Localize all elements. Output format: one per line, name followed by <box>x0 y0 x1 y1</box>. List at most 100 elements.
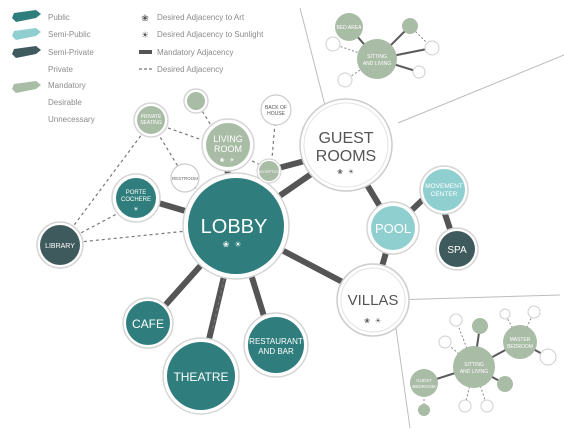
lobby-node: LOBBY ❀ ☀ <box>182 172 290 280</box>
public-swatch <box>12 10 41 22</box>
sun-icon: ☀ <box>234 240 241 249</box>
spa-node: SPA <box>435 227 479 271</box>
legend: Public Semi-Public Semi-Private Private … <box>12 10 264 124</box>
legend-mandatory: Mandatory <box>48 81 86 90</box>
villa-small-node <box>539 348 557 366</box>
villa-small-node <box>497 376 513 392</box>
lobby-label: LOBBY <box>201 216 268 238</box>
art-icon: ❀ <box>337 169 343 176</box>
villas-label: VILLAS <box>348 292 399 309</box>
living-room-label-1: LIVING <box>213 134 243 144</box>
guest-rooms-node: GUEST ROOMS ❀ ☀ <box>299 98 393 192</box>
bed-area-label: BED AREA <box>336 25 362 31</box>
villas-node: VILLAS ❀ ☀ <box>336 263 410 337</box>
villa-small-node <box>472 318 488 334</box>
villa-sitting-label-2: AND LIVING <box>460 369 488 375</box>
library-label: LIBRARY <box>45 243 75 250</box>
private-seating-label-2: SEATING <box>140 120 162 126</box>
villa-small-node <box>438 335 452 349</box>
art-icon: ❀ <box>141 13 149 23</box>
villa-small-node <box>499 308 511 320</box>
movement-center-node: MOVEMENT CENTER <box>419 165 469 215</box>
sun-icon: ☀ <box>141 30 149 40</box>
key-mandatory-label: Mandatory Adjacency <box>157 48 234 57</box>
villa-sitting-node <box>453 346 495 388</box>
sitting-living-label-2: AND LIVING <box>363 61 391 67</box>
legend-private: Private <box>48 65 73 74</box>
key-sunlight-label: Desired Adjacency to Sunlight <box>157 30 264 39</box>
legend-semi-public: Semi-Public <box>48 30 91 39</box>
back-of-house-node: BACK OF HOUSE <box>260 94 292 126</box>
reception-label: RECEPTION <box>257 169 280 174</box>
reception-node: RECEPTION <box>256 158 282 184</box>
master-bedroom-label-1: MASTER <box>510 337 531 343</box>
theatre-label: THEATRE <box>173 370 228 384</box>
movement-center-label-2: CENTER <box>431 191 458 198</box>
sun-icon: ☀ <box>375 317 381 325</box>
guest-rooms-label-2: ROOMS <box>316 148 376 165</box>
legend-desirable: Desirable <box>48 98 82 107</box>
sun-icon: ☀ <box>133 206 138 213</box>
mandatory-swatch <box>12 81 41 93</box>
sun-icon: ☀ <box>348 168 354 176</box>
guest-small-node <box>325 36 341 52</box>
villa-small-node <box>418 404 430 416</box>
key-art-label: Desired Adjacency to Art <box>157 13 245 22</box>
theatre-node: THEATRE <box>162 337 240 415</box>
porte-cochere-node: PORTE COCHERE ☀ <box>111 173 161 223</box>
porte-cochere-label-1: PORTE <box>126 190 147 196</box>
semi-public-swatch <box>12 28 41 40</box>
guest-bedroom-label-2: BEDROOM <box>412 384 436 389</box>
movement-center-label-1: MOVEMENT <box>425 183 463 190</box>
porte-cochere-label-2: COCHERE <box>121 197 151 203</box>
cafe-label: CAFE <box>132 317 164 331</box>
master-bedroom-node <box>503 325 537 359</box>
mandatory-line-icon <box>139 50 152 54</box>
spa-label: SPA <box>447 245 467 256</box>
guest-rooms-inset: BED AREA SITTING AND LIVING <box>299 7 564 126</box>
guest-small-node <box>402 18 418 34</box>
pool-node: POOL <box>366 201 420 255</box>
master-bedroom-label-2: BEDROOM <box>507 344 533 350</box>
guest-small-node <box>412 65 426 79</box>
back-of-house-label-2: HOUSE <box>267 111 285 117</box>
villa-small-node <box>480 399 494 413</box>
sun-icon: ☀ <box>229 157 234 164</box>
guest-bedroom-label-1: GUEST <box>416 378 432 383</box>
art-icon: ❀ <box>219 157 224 164</box>
legend-public: Public <box>48 13 70 22</box>
guest-small-node <box>424 40 440 56</box>
small-node-top <box>183 88 209 114</box>
living-room-label-2: ROOM <box>214 144 242 154</box>
legend-unnecessary: Unnecessary <box>48 115 95 124</box>
legend-semi-private: Semi-Private <box>48 48 94 57</box>
villa-small-node <box>458 399 472 413</box>
art-icon: ❀ <box>223 240 230 249</box>
semi-private-swatch <box>12 46 41 58</box>
villa-small-node <box>527 305 541 319</box>
back-of-house-label-1: BACK OF <box>265 105 287 111</box>
private-seating-label-1: PRIVATE <box>141 114 162 120</box>
sitting-living-label-1: SITTING <box>367 54 387 60</box>
private-seating-node: PRIVATE SEATING <box>133 102 169 138</box>
guest-rooms-label-1: GUEST <box>318 130 373 147</box>
sitting-living-node <box>357 39 397 79</box>
restaurant-bar-label-2: AND BAR <box>258 347 294 356</box>
cafe-node: CAFE <box>122 297 174 349</box>
villas-inset: SITTING AND LIVING MASTER BEDROOM GUEST … <box>391 294 561 429</box>
restroom-node: RESTROOM <box>170 163 200 193</box>
villa-small-node <box>449 313 463 327</box>
restaurant-bar-node: RESTAURANT AND BAR <box>243 312 309 378</box>
restroom-label: RESTROOM <box>172 176 198 181</box>
restaurant-bar-label-1: RESTAURANT <box>249 337 303 346</box>
art-icon: ❀ <box>364 318 370 325</box>
villa-sitting-label-1: SITTING <box>464 362 484 368</box>
guest-bedroom-node <box>410 369 438 397</box>
library-node: LIBRARY <box>36 221 84 269</box>
key-desired-label: Desired Adjacency <box>157 65 223 74</box>
bed-area-node <box>335 13 363 41</box>
guest-small-node <box>337 72 353 88</box>
pool-label: POOL <box>375 221 411 236</box>
living-room-node: LIVING ROOM ❀ ☀ <box>201 118 255 172</box>
